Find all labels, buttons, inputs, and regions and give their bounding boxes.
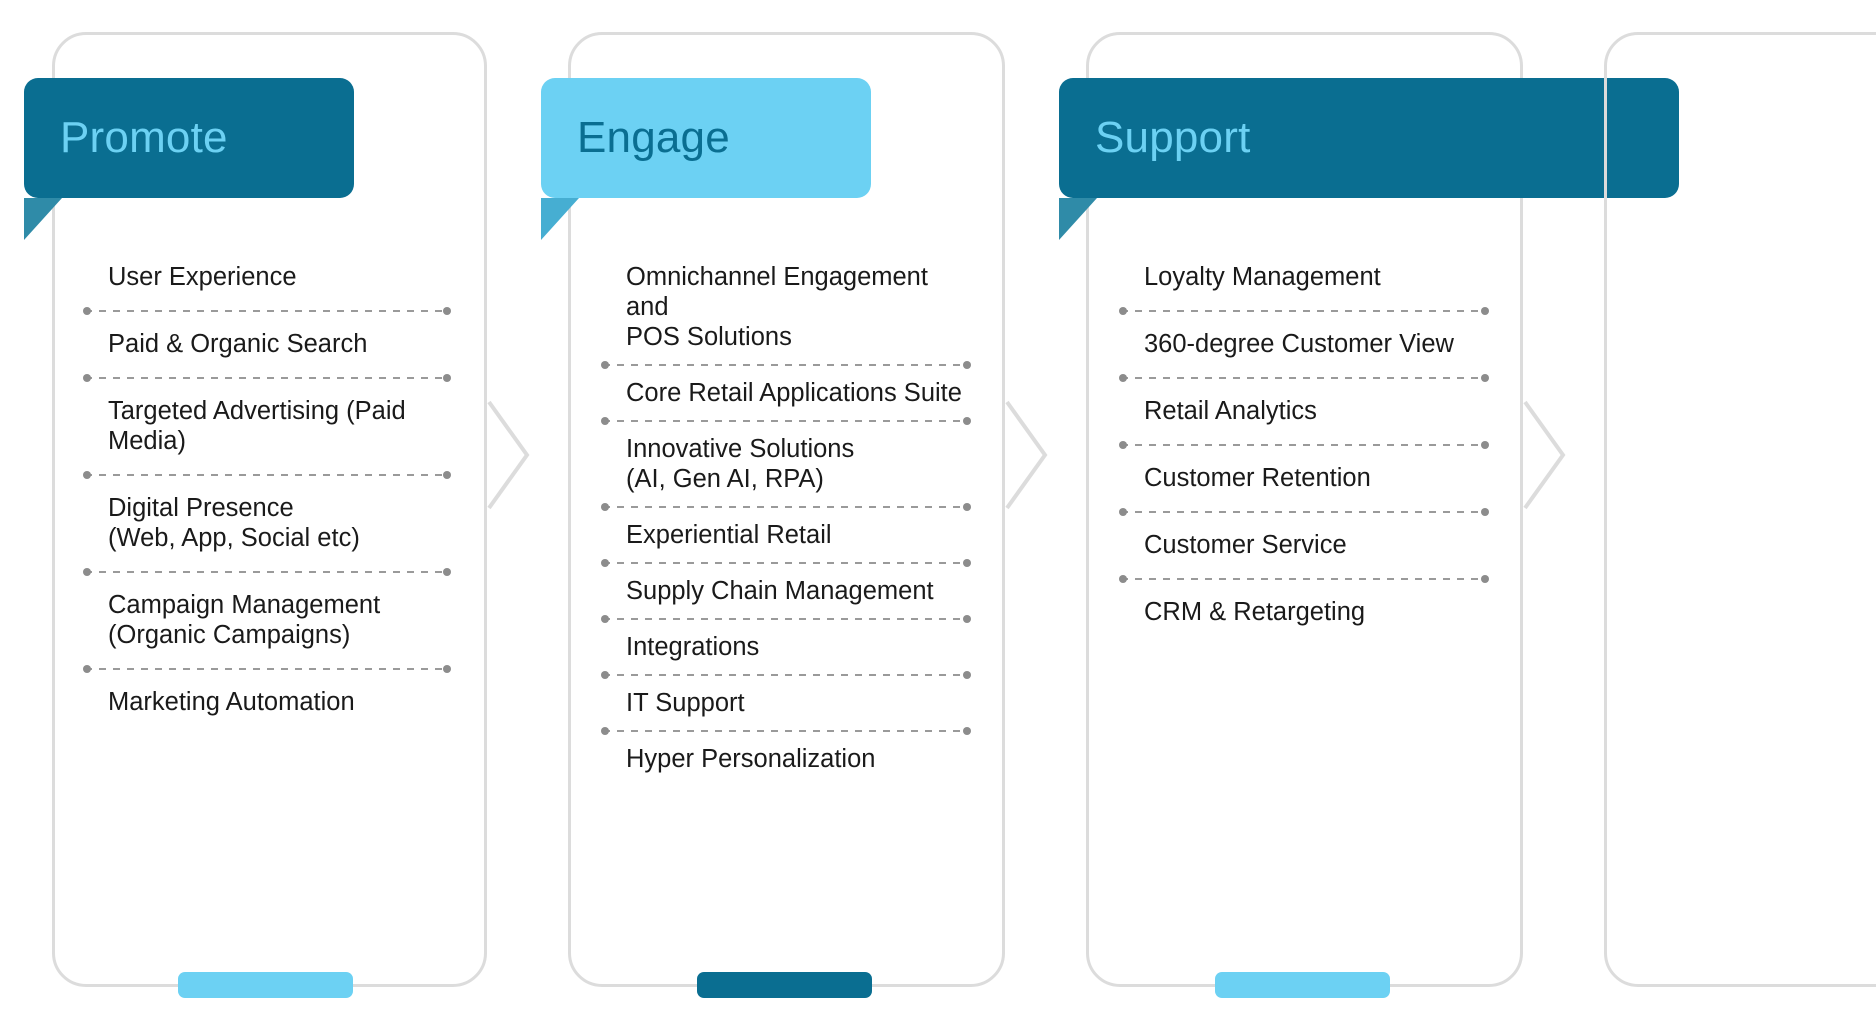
bottom-tab-promote[interactable] xyxy=(178,972,353,998)
list-divider xyxy=(1119,307,1489,315)
list-divider xyxy=(601,615,971,623)
list-divider xyxy=(83,568,451,576)
list-item[interactable]: Customer Retention xyxy=(1144,464,1371,492)
header-fold-engage xyxy=(541,198,579,240)
header-tab-support[interactable]: Support xyxy=(1059,78,1679,198)
header-tab-promote[interactable]: Promote xyxy=(24,78,354,198)
list-item[interactable]: Campaign Management (Organic Campaigns) xyxy=(108,591,381,649)
list-divider xyxy=(601,417,971,425)
list-item[interactable]: 360-degree Customer View xyxy=(1144,330,1454,358)
list-divider xyxy=(83,307,451,315)
list-item[interactable]: Marketing Automation xyxy=(108,688,355,716)
list-engage: Omnichannel Engagement and POS Solutions… xyxy=(601,262,975,774)
list-item[interactable]: Omnichannel Engagement and POS Solutions xyxy=(626,263,928,351)
list-divider xyxy=(83,374,451,382)
list-item[interactable]: Loyalty Management xyxy=(1144,263,1381,291)
list-item[interactable]: Integrations xyxy=(626,633,760,661)
list-divider xyxy=(1119,508,1489,516)
bottom-tab-engage[interactable] xyxy=(697,972,872,998)
list-item[interactable]: Digital Presence (Web, App, Social etc) xyxy=(108,494,360,552)
list-item[interactable]: Hyper Personalization xyxy=(626,745,876,773)
list-divider xyxy=(83,471,451,479)
list-support: Loyalty Management 360-degree Customer V… xyxy=(1119,262,1493,627)
list-item[interactable]: Innovative Solutions (AI, Gen AI, RPA) xyxy=(626,435,855,493)
list-divider xyxy=(601,361,971,369)
list-promote: User Experience Paid & Organic Search Ta… xyxy=(83,262,455,717)
list-item[interactable]: Customer Service xyxy=(1144,531,1347,559)
header-title-support: Support xyxy=(1095,113,1251,162)
list-divider xyxy=(1119,374,1489,382)
list-item[interactable]: Experiential Retail xyxy=(626,521,832,549)
header-fold-support xyxy=(1059,198,1097,240)
list-item[interactable]: Core Retail Applications Suite xyxy=(626,379,962,407)
list-divider xyxy=(601,559,971,567)
list-divider xyxy=(601,671,971,679)
list-divider xyxy=(601,503,971,511)
list-divider xyxy=(1119,575,1489,583)
list-item[interactable]: Targeted Advertising (Paid Media) xyxy=(108,397,406,455)
list-item[interactable]: User Experience xyxy=(108,263,297,291)
list-item[interactable]: Paid & Organic Search xyxy=(108,330,368,358)
header-title-engage: Engage xyxy=(577,113,730,162)
header-fold-promote xyxy=(24,198,62,240)
list-divider xyxy=(1119,441,1489,449)
list-divider xyxy=(83,665,451,673)
header-title-promote: Promote xyxy=(60,113,228,162)
list-item[interactable]: Retail Analytics xyxy=(1144,397,1317,425)
chevron-support-to-next xyxy=(1523,400,1569,510)
chevron-engage-to-support xyxy=(1005,400,1051,510)
card-next-partial xyxy=(1604,32,1876,987)
list-item[interactable]: IT Support xyxy=(626,689,745,717)
chevron-promote-to-engage xyxy=(487,400,533,510)
bottom-tab-support[interactable] xyxy=(1215,972,1390,998)
list-item[interactable]: CRM & Retargeting xyxy=(1144,598,1366,626)
header-tab-engage[interactable]: Engage xyxy=(541,78,871,198)
list-divider xyxy=(601,727,971,735)
list-item[interactable]: Supply Chain Management xyxy=(626,577,934,605)
